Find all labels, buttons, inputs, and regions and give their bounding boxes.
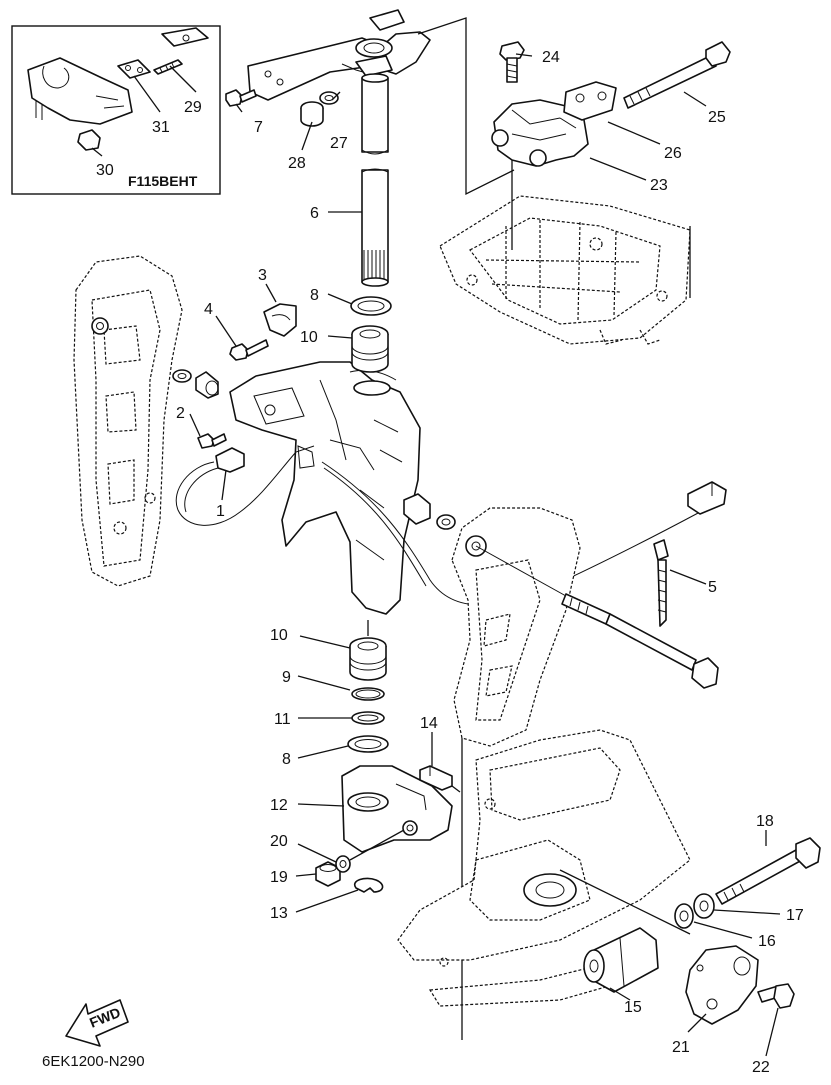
part-11-washer xyxy=(351,711,385,725)
callout-24: 24 xyxy=(542,49,560,66)
callout-26: 26 xyxy=(664,145,682,162)
callout-13: 13 xyxy=(270,905,288,922)
part-10-upper-bushing xyxy=(351,325,389,373)
harness-connector xyxy=(687,481,727,515)
callout-16: 16 xyxy=(758,933,776,950)
clamp-bracket-left xyxy=(73,255,183,587)
callout-19: 19 xyxy=(270,869,288,886)
callout-12: 12 xyxy=(270,797,288,814)
steering-arm xyxy=(247,9,431,101)
callout-5: 5 xyxy=(708,579,717,596)
callout-10-lower: 10 xyxy=(270,627,288,644)
part-25-long-bolt xyxy=(623,41,731,109)
part-1-ground-lead xyxy=(175,445,315,526)
tilt-tube-bushings xyxy=(403,493,456,530)
part-8-lower-washer xyxy=(347,735,389,753)
mount-bolt-line xyxy=(559,869,691,935)
part-7-bolt xyxy=(225,89,257,107)
callout-14: 14 xyxy=(420,715,438,732)
part-26-plate xyxy=(563,81,617,121)
callout-18: 18 xyxy=(756,813,774,830)
part-4-bolt xyxy=(229,339,269,361)
part-20-washer xyxy=(335,855,351,873)
callout-7: 7 xyxy=(254,119,263,136)
swivel-bracket xyxy=(229,361,421,615)
callout-22: 22 xyxy=(752,1059,770,1076)
upper-casing-ghost xyxy=(397,729,691,1007)
callout-30: 30 xyxy=(96,162,114,179)
lower-bracket-stud-line xyxy=(349,829,405,861)
part-6-steering-shaft xyxy=(361,73,389,287)
inset-model-label: F115BEHT xyxy=(128,173,198,189)
part-12-lower-bracket xyxy=(341,765,453,853)
part-21-cap xyxy=(685,945,759,1025)
part-2-screw xyxy=(197,433,227,449)
callout-31: 31 xyxy=(152,119,170,136)
callout-11: 11 xyxy=(274,711,291,728)
callout-10-upper: 10 xyxy=(300,329,318,346)
callout-17: 17 xyxy=(786,907,804,924)
part-3-clamp xyxy=(263,303,297,337)
part-8-upper-washer xyxy=(350,296,392,316)
callout-28: 28 xyxy=(288,155,306,172)
callout-25: 25 xyxy=(708,109,726,126)
callout-29: 29 xyxy=(184,99,202,116)
pivot-bushings-left xyxy=(172,369,219,399)
part-28-bushing xyxy=(300,101,324,127)
callout-3: 3 xyxy=(258,267,267,284)
part-15-mount-rubber xyxy=(583,927,659,993)
callout-9: 9 xyxy=(282,669,291,686)
engine-base-plate xyxy=(439,195,691,345)
callout-23: 23 xyxy=(650,177,668,194)
diagram-code: 6EK1200-N290 xyxy=(42,1053,145,1070)
part-19-nut xyxy=(315,861,341,887)
callout-8-lower: 8 xyxy=(282,751,291,768)
fwd-arrow-icon: FWD xyxy=(65,999,129,1047)
part-24-bolt xyxy=(499,41,525,83)
callout-21: 21 xyxy=(672,1039,690,1056)
damper-leader xyxy=(451,785,461,793)
inset-box: 31 29 30 F115BEHT xyxy=(11,25,221,195)
callout-27: 27 xyxy=(330,135,348,152)
part-23-mount-bracket xyxy=(491,99,589,167)
callout-6: 6 xyxy=(310,205,319,222)
part-10-lower-bushing xyxy=(349,637,387,681)
clamp-bracket-right xyxy=(451,507,581,747)
part-13-clip xyxy=(353,877,384,893)
part-17-washer xyxy=(693,893,715,919)
part-5-cable-tie xyxy=(653,539,669,627)
callout-4: 4 xyxy=(204,301,213,318)
part-18-bolt xyxy=(715,837,821,905)
part-22-bolt xyxy=(757,983,795,1009)
tilt-pin-bolt xyxy=(475,545,719,689)
part-9-o-ring xyxy=(351,687,385,701)
callout-20: 20 xyxy=(270,833,288,850)
callout-2: 2 xyxy=(176,405,185,422)
callout-8-upper: 8 xyxy=(310,287,319,304)
callout-1: 1 xyxy=(216,503,225,520)
part-27-washer xyxy=(319,91,339,105)
part-16-washer xyxy=(674,903,694,929)
callout-15: 15 xyxy=(624,999,642,1016)
callout-leaders xyxy=(189,53,781,1057)
